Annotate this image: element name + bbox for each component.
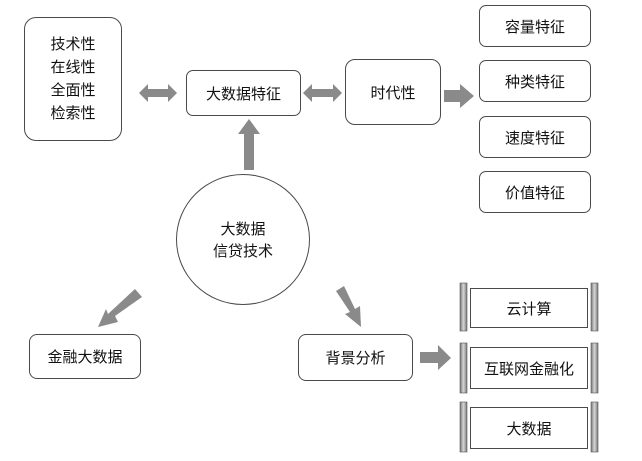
feature-box-value: 价值特征 — [479, 171, 591, 213]
time-box: 时代性 — [345, 59, 441, 125]
finance-box: 金融大数据 — [29, 334, 141, 379]
arrow-to-background — [336, 286, 361, 327]
feature-box-capacity: 容量特征 — [479, 5, 591, 47]
arrow-up-to-features — [238, 119, 260, 170]
tech-scroll-internet-finance: 互联网金融化 — [470, 347, 588, 389]
attribute-item: 技术性 — [50, 35, 96, 53]
center-circle: 大数据 信贷技术 — [176, 174, 310, 305]
feature-box-type: 种类特征 — [479, 60, 591, 102]
arrow-to-features-list — [444, 84, 474, 108]
attribute-item: 检索性 — [50, 104, 96, 122]
arrow-to-finance — [98, 289, 142, 327]
center-line: 信贷技术 — [212, 241, 273, 260]
attributes-box: 技术性 在线性 全面性 检索性 — [24, 17, 122, 141]
attribute-item: 在线性 — [50, 58, 96, 76]
big-data-features-box: 大数据特征 — [186, 70, 301, 116]
double-arrow-left — [139, 84, 177, 102]
background-box: 背景分析 — [298, 334, 413, 381]
feature-box-speed: 速度特征 — [479, 116, 591, 158]
double-arrow-right — [303, 84, 342, 102]
attribute-item: 全面性 — [50, 81, 96, 99]
center-line: 大数据 — [220, 219, 266, 238]
arrow-to-tech — [420, 345, 451, 370]
scroll-rods — [459, 282, 599, 453]
tech-scroll-cloud: 云计算 — [470, 288, 588, 328]
tech-scroll-big-data: 大数据 — [470, 407, 588, 449]
